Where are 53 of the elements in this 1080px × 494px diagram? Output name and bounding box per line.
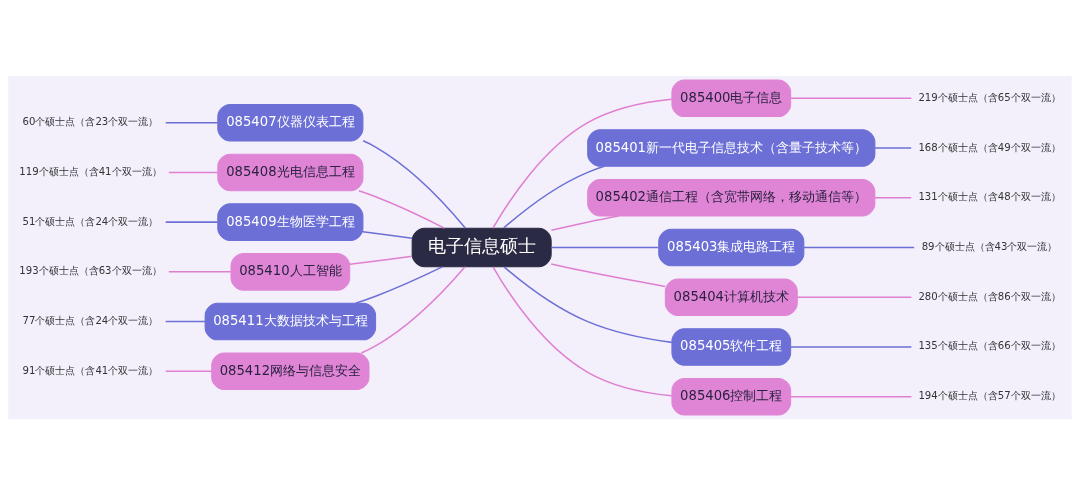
connector [164,220,219,223]
node-text: 193个硕士点（含63个双一流） [19,264,162,276]
connector [362,230,413,239]
connector [362,139,467,229]
node-box: 085412网络与信息安全 [211,352,370,390]
connector [874,196,912,199]
node-text: 60个硕士点（含23个双一流） [22,115,159,127]
connector [803,246,915,248]
connector [492,97,673,229]
connector [168,171,219,173]
node-box: 085411大数据技术与工程 [204,302,377,340]
connector [874,146,912,149]
node-text: 91个硕士点（含41个双一流） [22,364,159,376]
node-box: 085406控制工程 [671,377,792,415]
node-box: 085400电子信息 [671,79,792,117]
connector [360,265,466,354]
node-box: 085408光电信息工程 [217,153,364,191]
connector [358,189,446,229]
connector [503,265,673,343]
connector [550,262,666,287]
connector [550,246,660,248]
node-text: 168个硕士点（含49个双一流） [918,141,1061,153]
node-box: 085409生物医学工程 [217,202,364,241]
node-box: 电子信息硕士 [411,227,552,267]
connector [796,295,913,298]
node-text: 51个硕士点（含24个双一流） [22,215,159,227]
connector [790,395,913,397]
node-box: 085410人工智能 [230,252,351,291]
connector [550,214,620,231]
connector [164,121,219,123]
connector [503,165,605,229]
node-box: 085402通信工程（含宽带网络，移动通信等） [587,178,876,217]
node-text: 194个硕士点（含57个双一流） [918,389,1061,401]
node-text: 119个硕士点（含41个双一流） [19,165,162,177]
connector [354,265,444,304]
node-box: 085404计算机技术 [664,277,798,316]
connector [168,270,232,273]
node-box: 085405软件工程 [671,327,792,366]
connector [164,320,206,322]
connector [349,255,413,265]
node-text: 219个硕士点（含65个双一流） [918,91,1061,103]
connector [790,97,913,99]
node-box: 085403集成电路工程 [658,228,805,266]
node-text: 89个硕士点（含43个双一流） [921,240,1058,252]
connector [164,370,213,372]
node-box: 085401新一代电子信息技术（含量子技术等） [587,128,876,167]
node-text: 135个硕士点（含66个双一流） [918,339,1061,351]
node-text: 131个硕士点（含48个双一流） [918,190,1061,202]
node-text: 280个硕士点（含86个双一流） [918,290,1061,302]
node-text: 77个硕士点（含24个双一流） [22,314,159,326]
node-box: 085407仪器仪表工程 [217,103,364,141]
connector [790,345,913,348]
connector [492,265,673,397]
